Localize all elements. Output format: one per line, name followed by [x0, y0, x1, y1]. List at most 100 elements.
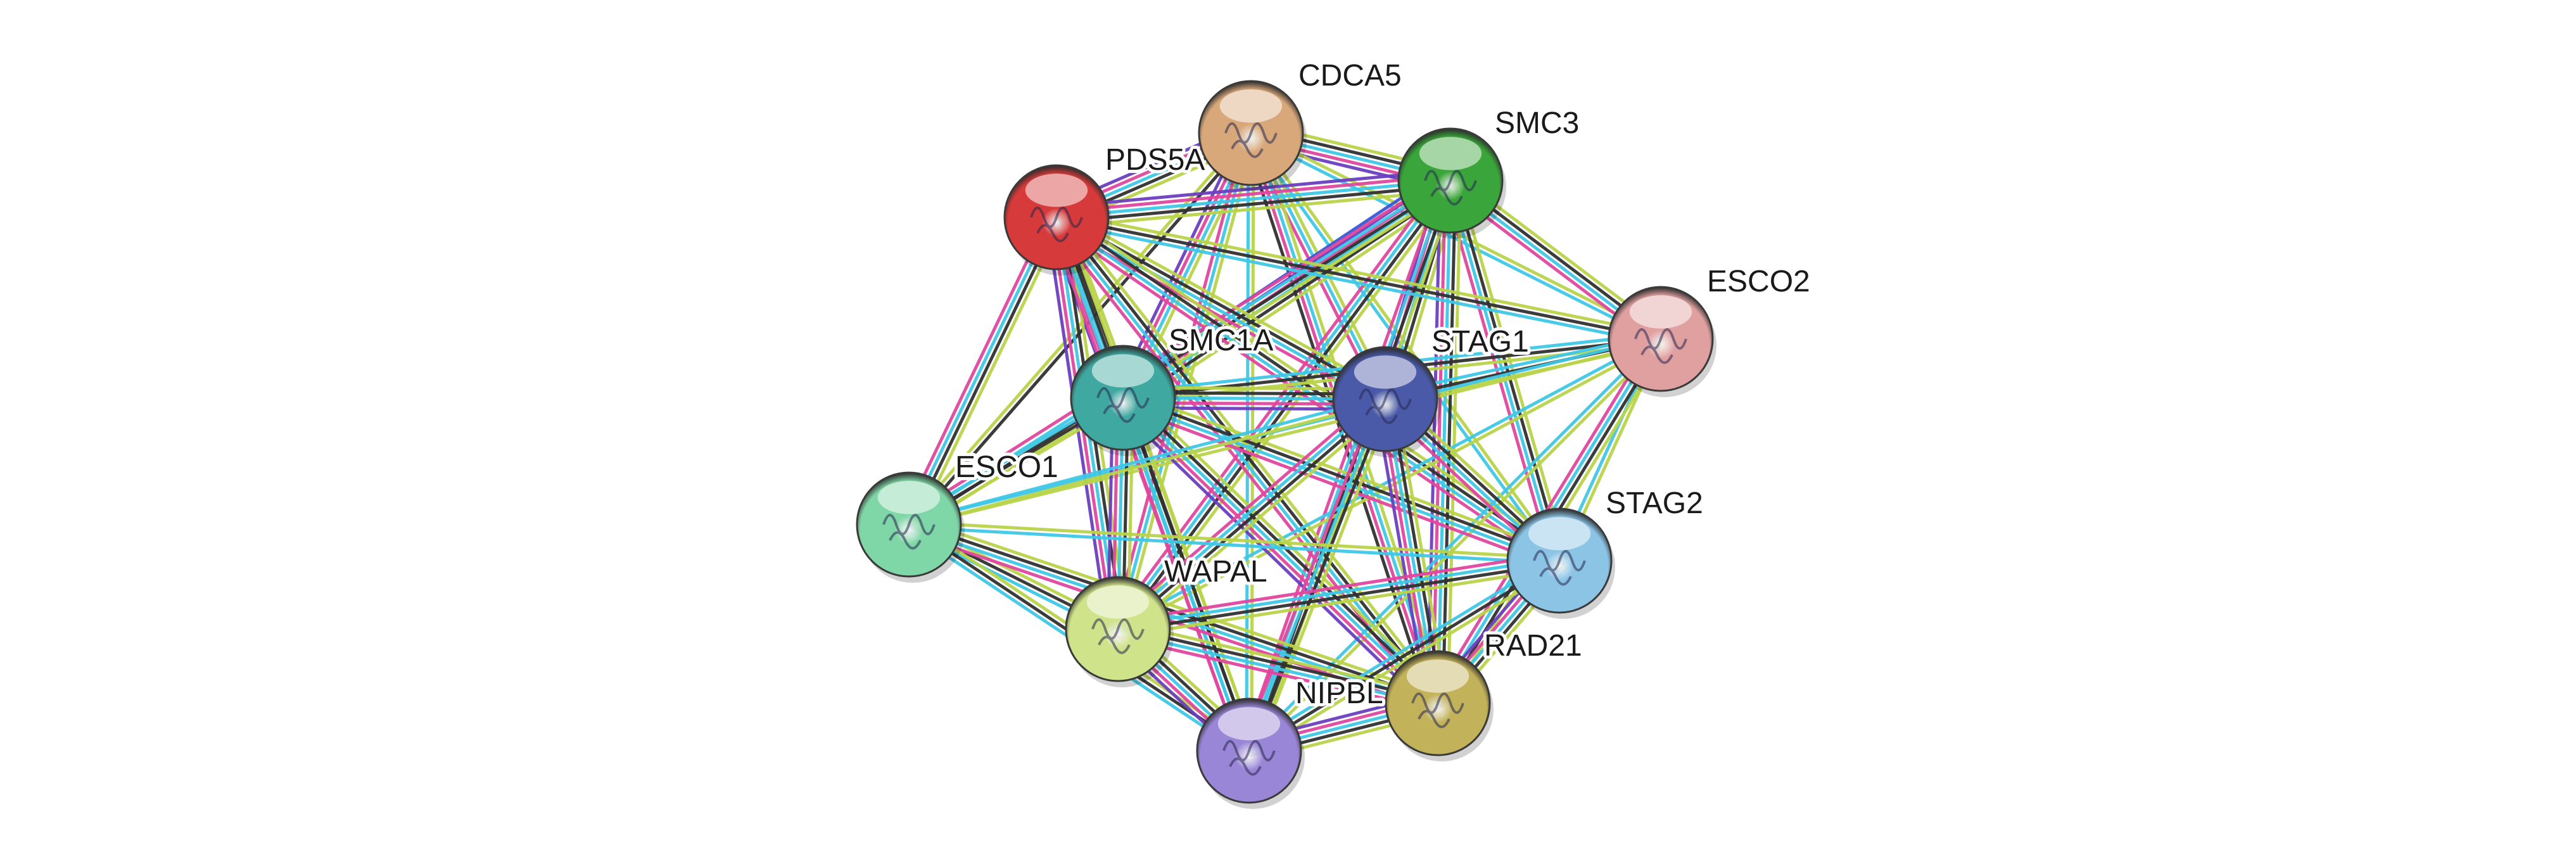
node-label-nipbl: NIPBL — [1295, 677, 1383, 710]
edge-evidence-coexpression — [910, 217, 1061, 528]
edge-stag1-esco1[interactable] — [906, 395, 1388, 529]
edge-evidence-experimental — [1111, 392, 1382, 625]
edge-evidence-database — [907, 525, 1561, 565]
node-label-smc3: SMC3 — [1495, 106, 1579, 140]
node-label-wapal: WAPAL — [1164, 555, 1267, 589]
edge-evidence-textmining — [1250, 563, 1564, 757]
edge-smc3-pds5a[interactable] — [1054, 169, 1453, 229]
edge-evidence-experimental — [1054, 174, 1452, 214]
node-stag2[interactable] — [1506, 507, 1615, 619]
protein-structure-icon — [1634, 328, 1687, 364]
edge-evidence-textmining — [1117, 566, 1563, 639]
node-smc3[interactable] — [1397, 127, 1506, 239]
edge-evidence-experimental — [1240, 395, 1380, 750]
edge-evidence-textmining — [910, 516, 1442, 698]
edge-evidence-textmining — [908, 340, 1663, 529]
node-label-stag1: STAG1 — [1431, 325, 1529, 359]
edge-evidence-textmining — [914, 219, 1065, 530]
edge-evidence-database — [1115, 556, 1561, 628]
edge-stag2-nipbl[interactable] — [1245, 554, 1564, 757]
edge-esco1-stag2[interactable] — [907, 520, 1561, 565]
edge-evidence-database — [1245, 178, 1450, 752]
node-label-smc1a: SMC1A — [1169, 324, 1273, 357]
edge-evidence-database — [1114, 395, 1385, 629]
protein-structure-icon — [1411, 692, 1464, 729]
node-highlight — [1217, 707, 1281, 741]
edge-stag1-nipbl[interactable] — [1240, 395, 1394, 755]
edge-evidence-experimental — [1240, 176, 1445, 750]
node-highlight — [1219, 89, 1283, 123]
edge-smc3-stag2[interactable] — [1441, 177, 1569, 564]
node-stag1[interactable] — [1332, 346, 1441, 457]
edge-evidence-database — [1116, 131, 1253, 631]
node-label-cdca5: CDCA5 — [1298, 59, 1402, 92]
edge-evidence-database — [1245, 335, 1661, 751]
node-cdca5[interactable] — [1198, 80, 1307, 191]
node-highlight — [1419, 137, 1482, 170]
edge-stag2-wapal[interactable] — [1115, 551, 1563, 639]
edge-evidence-experimental — [1114, 398, 1244, 755]
edge-smc3-rad21[interactable] — [1426, 179, 1462, 705]
node-nipbl[interactable] — [1196, 697, 1305, 809]
edge-evidence-coexpression — [1122, 393, 1562, 560]
edge-wapal-rad21[interactable] — [1114, 620, 1442, 713]
edge-evidence-coexpression — [1250, 398, 1390, 753]
edge-stag1-wapal[interactable] — [1111, 392, 1392, 637]
edge-evidence-coexpression — [1118, 399, 1389, 633]
edge-evidence-database — [1121, 396, 1440, 705]
protein-structure-icon — [1359, 388, 1412, 424]
edge-evidence-textmining — [1128, 189, 1459, 411]
protein-structure-icon — [1096, 387, 1150, 423]
node-label-esco2: ESCO2 — [1707, 265, 1810, 298]
edge-evidence-database — [1120, 398, 1561, 565]
edge-evidence-textmining — [1446, 179, 1462, 705]
edge-evidence-database — [904, 214, 1056, 525]
edge-evidence-database — [1053, 220, 1661, 346]
edge-evidence-experimental — [1115, 551, 1560, 623]
protein-structure-icon — [882, 514, 936, 550]
edge-smc1a-stag2[interactable] — [1119, 389, 1564, 570]
node-rad21[interactable] — [1385, 650, 1494, 761]
node-label-rad21: RAD21 — [1484, 629, 1582, 663]
edge-smc3-nipbl[interactable] — [1240, 176, 1459, 755]
node-highlight — [1091, 354, 1155, 388]
edge-evidence-experimental — [1119, 403, 1559, 570]
node-highlight — [1528, 517, 1591, 551]
edge-evidence-database — [1245, 397, 1385, 752]
node-esco1[interactable] — [856, 471, 965, 583]
node-pds5a[interactable] — [1003, 164, 1112, 276]
node-label-stag2: STAG2 — [1606, 487, 1703, 520]
node-smc1a[interactable] — [1070, 345, 1179, 456]
edge-pds5a-esco2[interactable] — [1053, 210, 1664, 346]
protein-structure-icon — [1224, 122, 1278, 158]
edge-evidence-textmining — [908, 400, 1388, 529]
edge-evidence-experimental — [903, 172, 1449, 520]
edge-evidence-textmining — [1254, 400, 1394, 755]
edge-evidence-curated — [1114, 403, 1433, 712]
edge-evidence-textmining — [1456, 177, 1569, 561]
protein-structure-icon — [1091, 618, 1145, 654]
edge-pds5a-esco1[interactable] — [900, 212, 1065, 530]
edge-evidence-experimental — [900, 212, 1051, 523]
edge-evidence-experimental — [1050, 222, 1557, 569]
node-highlight — [1025, 174, 1088, 207]
node-highlight — [1629, 295, 1692, 329]
nodes-layer — [856, 80, 1716, 809]
node-esco2[interactable] — [1608, 286, 1716, 397]
node-highlight — [1086, 585, 1150, 619]
edge-evidence-database — [1055, 179, 1452, 219]
edge-evidence-experimental — [1441, 181, 1554, 564]
edge-evidence-textmining — [1124, 389, 1564, 556]
node-highlight — [877, 481, 941, 514]
protein-structure-icon — [1424, 170, 1477, 206]
protein-structure-icon — [1030, 207, 1083, 243]
edge-evidence-database — [1446, 179, 1559, 563]
edge-evidence-experimental — [1431, 179, 1447, 705]
edge-evidence-textmining — [1128, 393, 1258, 750]
protein-structure-icon — [1222, 740, 1276, 776]
node-wapal[interactable] — [1065, 576, 1174, 687]
edge-evidence-coexpression — [1117, 625, 1440, 703]
edge-evidence-coexpression — [1247, 559, 1561, 753]
